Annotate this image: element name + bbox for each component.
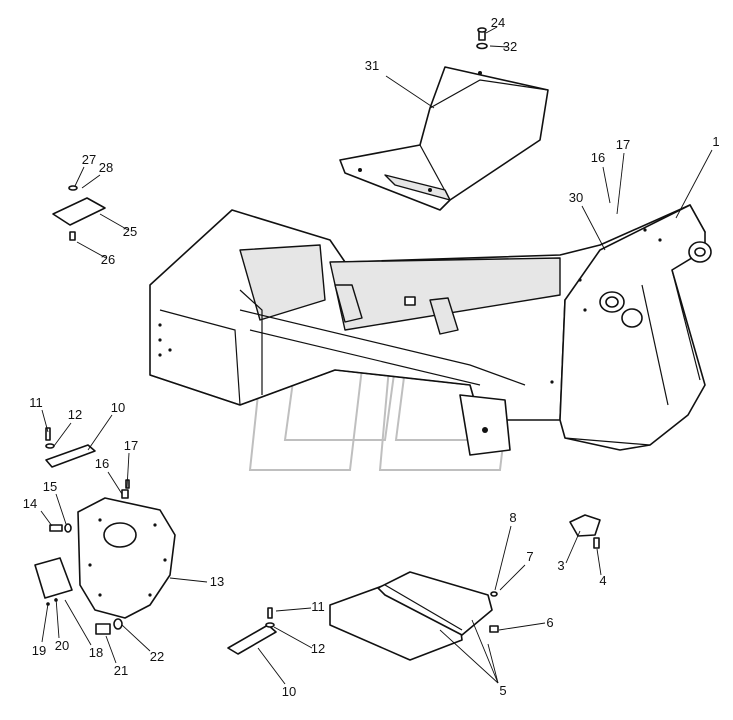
- fasteners-6-7-8: [489, 591, 499, 633]
- callout-label-17: 17: [124, 438, 138, 453]
- leader-line-11: [41, 409, 49, 433]
- leader-line-28: [81, 174, 101, 189]
- cap-3-bolt-4: [569, 514, 601, 549]
- strip-plate-10-upper: [45, 427, 96, 468]
- callout-label-18: 18: [89, 645, 103, 660]
- bolt-14-washer-15: [49, 523, 72, 533]
- callout-label-12: 12: [68, 407, 82, 422]
- leader-line-16: [602, 166, 611, 204]
- callout-label-28: 28: [99, 160, 113, 175]
- leader-line-32: [489, 45, 509, 48]
- leader-line-16: [107, 471, 123, 495]
- callout-label-26: 26: [101, 252, 115, 267]
- bracket-10-lower: [227, 607, 277, 655]
- callout-label-10: 10: [282, 684, 296, 699]
- callout-label-17: 17: [616, 137, 630, 152]
- callout-label-24: 24: [491, 15, 505, 30]
- callout-label-7: 7: [526, 549, 533, 564]
- callout-label-5: 5: [499, 683, 506, 698]
- leader-line-11: [275, 607, 312, 612]
- leader-line-17: [126, 452, 130, 489]
- callout-label-15: 15: [43, 479, 57, 494]
- leader-line-12: [273, 626, 313, 649]
- bolt-24-washer-32: [476, 27, 488, 50]
- leader-line-27: [74, 166, 85, 187]
- callout-label-4: 4: [599, 573, 606, 588]
- leader-line-8: [494, 525, 512, 591]
- upper-cover: [339, 66, 549, 211]
- leader-line-1: [675, 149, 713, 219]
- leader-line-3: [565, 530, 581, 564]
- leader-line-21: [105, 635, 117, 664]
- callout-label-25: 25: [123, 224, 137, 239]
- callout-label-16: 16: [591, 150, 605, 165]
- callout-label-22: 22: [150, 649, 164, 664]
- callout-label-20: 20: [55, 638, 69, 653]
- leader-line-5: [439, 629, 499, 684]
- leader-line-22: [121, 624, 151, 652]
- leader-line-4: [596, 548, 602, 576]
- leader-line-6: [498, 622, 546, 631]
- callout-label-3: 3: [557, 558, 564, 573]
- callout-label-14: 14: [23, 496, 37, 511]
- leader-line-20: [55, 597, 60, 639]
- main-frame: [149, 204, 712, 456]
- leader-line-15: [55, 493, 67, 525]
- callout-label-11: 11: [29, 395, 43, 410]
- fastener-16-17-left: [121, 479, 130, 499]
- large-cover-plate-13: [77, 497, 176, 619]
- callout-label-31: 31: [365, 58, 379, 73]
- leader-line-31: [385, 75, 435, 109]
- leader-line-25: [99, 213, 129, 231]
- small-plate-18: [34, 557, 73, 606]
- callout-label-30: 30: [569, 190, 583, 205]
- leader-line-extra: [487, 643, 499, 684]
- callout-label-32: 32: [503, 39, 517, 54]
- callout-label-16: 16: [95, 456, 109, 471]
- leader-line-7: [499, 564, 526, 591]
- callout-label-21: 21: [114, 663, 128, 678]
- callout-label-11: 11: [311, 599, 325, 614]
- callout-label-19: 19: [32, 643, 46, 658]
- leader-line-extra: [471, 619, 499, 684]
- leader-line-12: [53, 422, 72, 447]
- callout-label-10: 10: [111, 400, 125, 415]
- fitting-21-washer-22: [95, 618, 123, 635]
- leader-line-18: [64, 599, 92, 646]
- floor-plates-5: [329, 571, 493, 661]
- callout-label-6: 6: [546, 615, 553, 630]
- leader-line-10: [87, 414, 113, 451]
- callout-label-8: 8: [509, 510, 516, 525]
- callout-label-1: 1: [712, 134, 719, 149]
- leader-line-26: [76, 241, 107, 259]
- leader-line-30: [581, 205, 606, 251]
- callout-label-27: 27: [82, 152, 96, 167]
- leader-line-17: [616, 152, 625, 215]
- leader-line-10: [257, 647, 286, 685]
- callout-label-12: 12: [311, 641, 325, 656]
- access-plate-25: [52, 185, 106, 241]
- leader-line-14: [40, 510, 53, 527]
- leader-line-13: [169, 577, 208, 583]
- leader-line-19: [41, 603, 49, 643]
- leader-line-24: [485, 26, 498, 34]
- callout-label-13: 13: [210, 574, 224, 589]
